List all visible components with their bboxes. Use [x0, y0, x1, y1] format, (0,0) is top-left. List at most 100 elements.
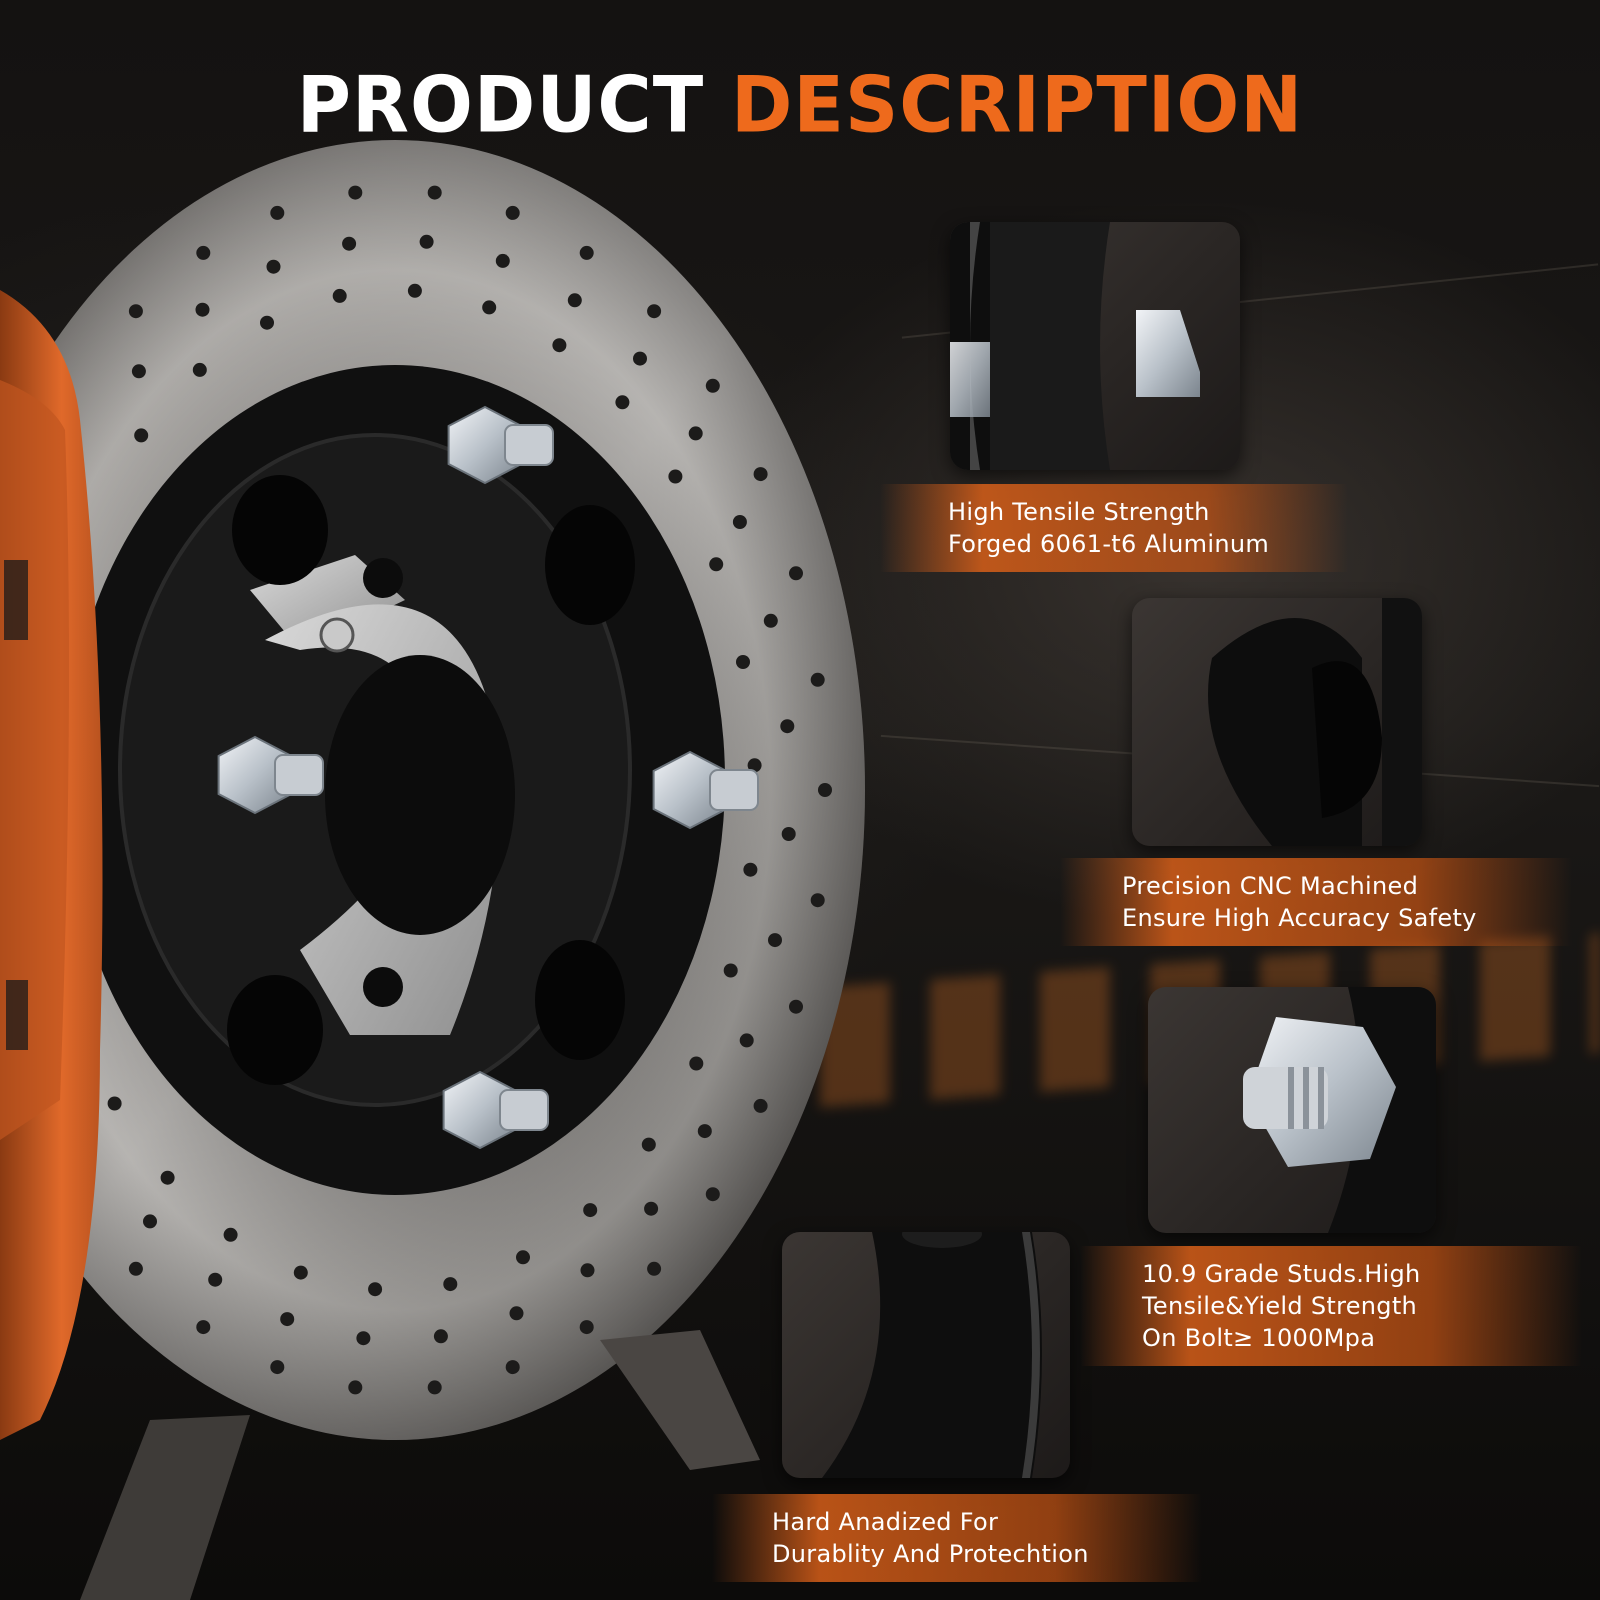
rotor-stand [600, 1330, 760, 1470]
lug-nut [652, 750, 759, 830]
rotor-hole [668, 469, 683, 484]
rotor-hole [134, 428, 149, 443]
rotor-hole [709, 557, 724, 572]
rotor-hole [739, 1033, 754, 1048]
lug-hole [227, 975, 323, 1085]
feature-text: On Bolt≥ 1000Mpa [1142, 1324, 1376, 1352]
center-bore [325, 655, 515, 935]
rotor-hole [342, 236, 357, 251]
feature-text: Forged 6061-t6 Aluminum [948, 530, 1270, 558]
rotor-hole [705, 378, 720, 393]
rotor-hole [644, 1201, 659, 1216]
rotor-hole [270, 205, 285, 220]
feature-text: 10.9 Grade Studs.High [1142, 1260, 1421, 1288]
rotor-hole [763, 613, 778, 628]
rotor-hole [160, 1170, 175, 1185]
rotor-hole [567, 293, 582, 308]
rotor-hole [705, 1187, 720, 1202]
rotor-hole [107, 1096, 122, 1111]
feature-photo-grade-stud [1148, 987, 1436, 1233]
rotor-hole [192, 362, 207, 377]
rotor-hole [348, 185, 363, 200]
rotor-hole [443, 1277, 458, 1292]
rotor-hole [128, 1261, 143, 1276]
rotor-hole [579, 1320, 594, 1335]
rotor-hole [583, 1203, 598, 1218]
rotor-hole [332, 288, 347, 303]
rotor-hole [270, 1360, 285, 1375]
lug-nuts [217, 405, 759, 1150]
rotor-hole [280, 1312, 295, 1327]
rotor-stand [80, 1415, 250, 1600]
rotor-hole [647, 304, 662, 319]
lug-hole [232, 475, 328, 585]
feature-label: Hard Anadized For Durablity And Protecht… [712, 1494, 1202, 1582]
rotor-hole [266, 259, 281, 274]
page-title: PRODUCT DESCRIPTION [296, 59, 1304, 151]
rotor-hole [195, 302, 210, 317]
rotor-hole [753, 1098, 768, 1113]
rotor-hole [505, 1360, 520, 1375]
rotor-hole [427, 185, 442, 200]
rotor-hole [223, 1227, 238, 1242]
lug-nut [447, 405, 554, 485]
rotor-hole [810, 893, 825, 908]
rotor-hole [697, 1124, 712, 1139]
rotor-hole [495, 253, 510, 268]
rotor-hole [293, 1265, 308, 1280]
feature-text: Hard Anadized For [772, 1508, 999, 1536]
rotor-hole [552, 338, 567, 353]
rotor-hole [128, 304, 143, 319]
rotor-hole [736, 655, 750, 669]
rotor-hole [509, 1306, 524, 1321]
rotor-hole [196, 245, 211, 260]
rotor-hole [732, 515, 747, 529]
rotor-hole [407, 283, 422, 298]
rotor-hole [753, 467, 768, 482]
rotor-hole [768, 933, 782, 948]
rotor-hole [633, 351, 647, 366]
rotor-hole [505, 205, 520, 220]
rotor-hole [131, 364, 146, 379]
rotor-hole [743, 862, 758, 877]
feature-label: 10.9 Grade Studs.High Tensile&Yield Stre… [1080, 1246, 1582, 1366]
rotor-hole [688, 426, 703, 441]
rotor-drill-holes [107, 185, 832, 1395]
feature-text: Durablity And Protechtion [772, 1540, 1089, 1568]
feature-label: Precision CNC Machined Ensure High Accur… [1060, 858, 1572, 946]
rotor-hole [781, 827, 796, 841]
feature-photo-cnc-bore [1132, 598, 1422, 846]
feature-text: Ensure High Accuracy Safety [1122, 904, 1477, 932]
lug-hole [535, 940, 625, 1060]
rotor-hole [689, 1056, 704, 1071]
caliper-logo [4, 560, 28, 640]
rotor-hole [580, 1263, 595, 1278]
rotor-hole [780, 719, 795, 734]
rotor-hole [818, 783, 832, 797]
rotor-hole [615, 395, 630, 410]
rotor-hole [143, 1214, 157, 1229]
rotor-hole [789, 566, 803, 581]
rotor-hole [427, 1380, 442, 1395]
rotor-hole [356, 1331, 371, 1346]
rotor-hole [579, 245, 594, 260]
rotor-hole [368, 1282, 383, 1297]
rotor-hole [641, 1137, 656, 1152]
rotor-hole [482, 300, 497, 315]
rotor-hole [196, 1320, 211, 1335]
hub-bolt-hole [363, 967, 403, 1007]
rotor-hole [789, 999, 803, 1014]
rotor-hole [433, 1329, 448, 1344]
lug-nut [442, 1070, 549, 1150]
rotor-hole [723, 963, 738, 978]
rotor-hole [810, 672, 825, 687]
rotor-hole [647, 1261, 662, 1276]
caliper-logo [6, 980, 28, 1050]
feature-label: High Tensile Strength Forged 6061-t6 Alu… [880, 484, 1348, 572]
rotor-hole [348, 1380, 363, 1395]
feature-text: Tensile&Yield Strength [1142, 1292, 1418, 1320]
feature-photo-anodized-surface [782, 1232, 1070, 1478]
lug-hole [545, 505, 635, 625]
